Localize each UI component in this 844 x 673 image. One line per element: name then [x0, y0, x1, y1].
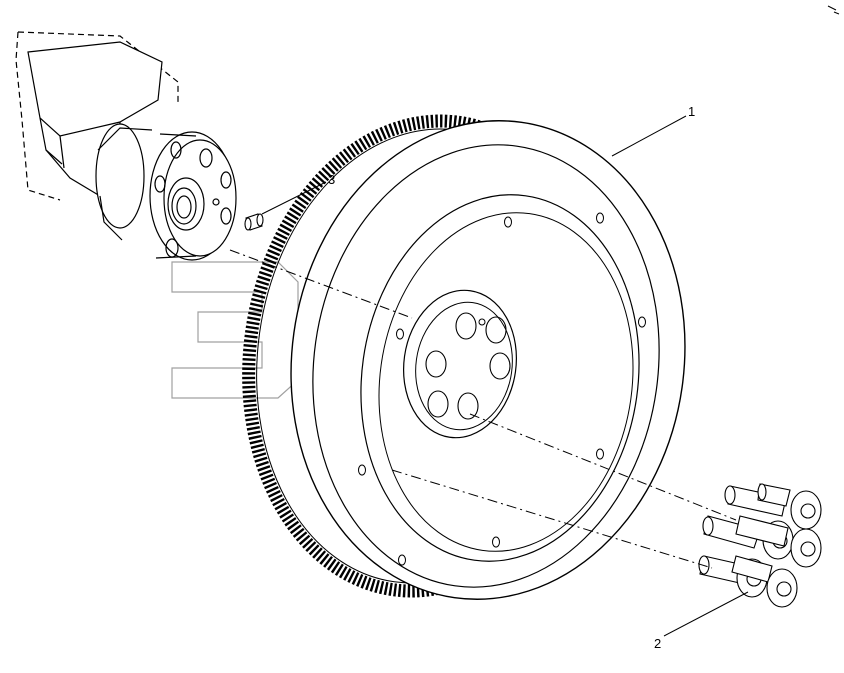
leader-3 [261, 181, 327, 215]
leader-1 [611, 115, 687, 157]
centerline-bolt-upper [469, 413, 737, 521]
corner-mark [827, 5, 840, 15]
crankshaft [15, 31, 237, 261]
bolt-2 [757, 483, 791, 507]
callout-1: 1 [688, 104, 695, 119]
centerline-main [229, 249, 413, 319]
dowel-pin [244, 213, 264, 231]
centerlines [229, 249, 737, 569]
bolts [698, 483, 822, 608]
leader-2 [663, 591, 749, 637]
leader-lines [261, 115, 749, 637]
bolt-6 [731, 555, 798, 608]
centerline-bolt-lower [391, 469, 713, 569]
callout-2: 2 [654, 636, 661, 651]
bolt-4 [735, 515, 822, 568]
bolt-1 [724, 485, 822, 530]
flywheel [242, 114, 686, 600]
callout-3: 3 [328, 172, 335, 187]
